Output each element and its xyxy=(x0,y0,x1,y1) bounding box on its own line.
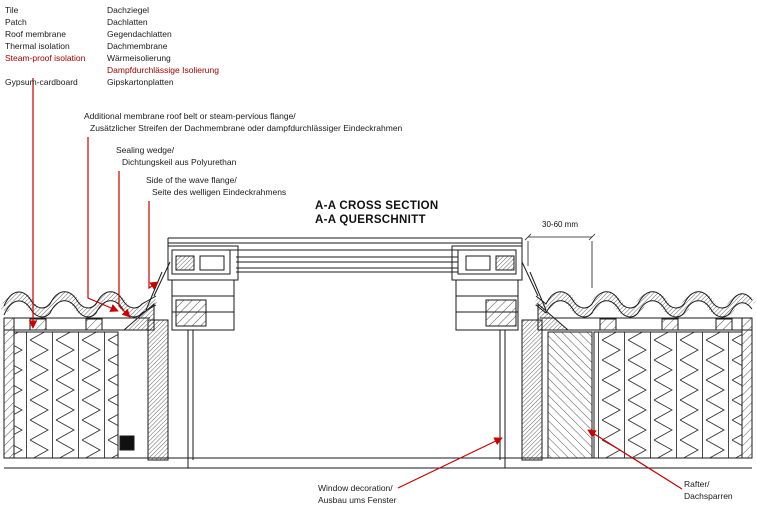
callout-wave-flange: Side of the wave flange/ Seite des welli… xyxy=(146,175,286,198)
sash-profile-left xyxy=(167,245,239,331)
legend-en: Gypsum-cardboard xyxy=(5,77,78,87)
callout-text-de: Dichtungskeil aus Polyurethan xyxy=(122,156,237,167)
callout-rafter: Rafter/ Dachsparren xyxy=(684,479,733,502)
callout-window-decoration: Window decoration/ Ausbau ums Fenster xyxy=(318,483,396,506)
dimension-label: 30-60 mm xyxy=(542,220,579,229)
leader-window-decoration xyxy=(397,437,503,489)
callout-text-de: Zusätzlicher Streifen der Dachmembrane o… xyxy=(90,122,403,133)
leader-sealing-wedge xyxy=(118,171,131,318)
legend-de: Dachziegel xyxy=(107,5,150,15)
insulation-right xyxy=(593,331,743,459)
section-title-line1: A-A CROSS SECTION xyxy=(315,200,439,212)
callout-text-en: Rafter/ xyxy=(684,479,710,489)
legend-de: Wärmeisolierung xyxy=(107,53,171,63)
callout-additional-membrane: Additional membrane roof belt or steam-p… xyxy=(84,111,402,134)
leader-wave-flange xyxy=(148,201,159,290)
section-title: A-A CROSS SECTION A-A QUERSCHNITT xyxy=(315,199,439,227)
junction-box xyxy=(119,435,135,451)
cut-edge-left xyxy=(3,317,15,459)
legend-de: Gegendachlatten xyxy=(107,29,172,39)
legend-en xyxy=(5,64,103,76)
legend-de: Dachmembrane xyxy=(107,41,168,51)
batten xyxy=(661,318,679,331)
callout-text-en: Additional membrane roof belt or steam-p… xyxy=(84,111,296,121)
leader-lines xyxy=(28,78,683,490)
batten xyxy=(599,318,617,331)
glazing-lines xyxy=(236,256,458,273)
structure-lines xyxy=(3,233,753,469)
trimmer-left xyxy=(147,319,169,461)
flashing-left xyxy=(153,261,171,297)
tiles-right xyxy=(533,291,756,318)
dimension-lines xyxy=(524,233,596,288)
legend-en: Patch xyxy=(5,17,27,27)
callout-text-de: Ausbau ums Fenster xyxy=(318,494,397,505)
leader-rafter xyxy=(587,429,683,490)
callout-text-de: Dachsparren xyxy=(684,490,733,501)
sash-profile-right xyxy=(451,245,523,331)
callout-text-en: Sealing wedge/ xyxy=(116,145,175,155)
tiles-left xyxy=(0,291,159,318)
callout-text-en: Window decoration/ xyxy=(318,483,393,493)
legend-de: Dachlatten xyxy=(107,17,148,27)
legend-de: Gipskartonplatten xyxy=(107,77,174,87)
cut-edge-right xyxy=(741,317,753,459)
legend-en: Thermal isolation xyxy=(5,41,70,51)
leader-additional-membrane xyxy=(87,137,119,312)
legend-en: Roof membrane xyxy=(5,29,66,39)
callout-text-de: Seite des welligen Eindeckrahmens xyxy=(152,186,287,197)
materials-legend: Tile Dachziegel Patch Dachlatten Roof me… xyxy=(5,4,219,88)
legend-de: Dampfdurchlässige Isolierung xyxy=(107,65,219,75)
callout-sealing-wedge: Sealing wedge/ Dichtungskeil aus Polyure… xyxy=(116,145,236,168)
callout-text-en: Side of the wave flange/ xyxy=(146,175,237,185)
trimmer-right xyxy=(521,319,543,461)
legend-en: Tile xyxy=(5,5,19,15)
rafter-section xyxy=(547,331,593,459)
batten xyxy=(85,318,103,331)
batten xyxy=(715,318,733,331)
window-lining xyxy=(187,330,506,468)
legend-en: Steam-proof isolation xyxy=(5,53,86,63)
flashing-right xyxy=(521,261,539,297)
section-title-line2: A-A QUERSCHNITT xyxy=(315,214,426,226)
insulation-left xyxy=(13,331,119,459)
